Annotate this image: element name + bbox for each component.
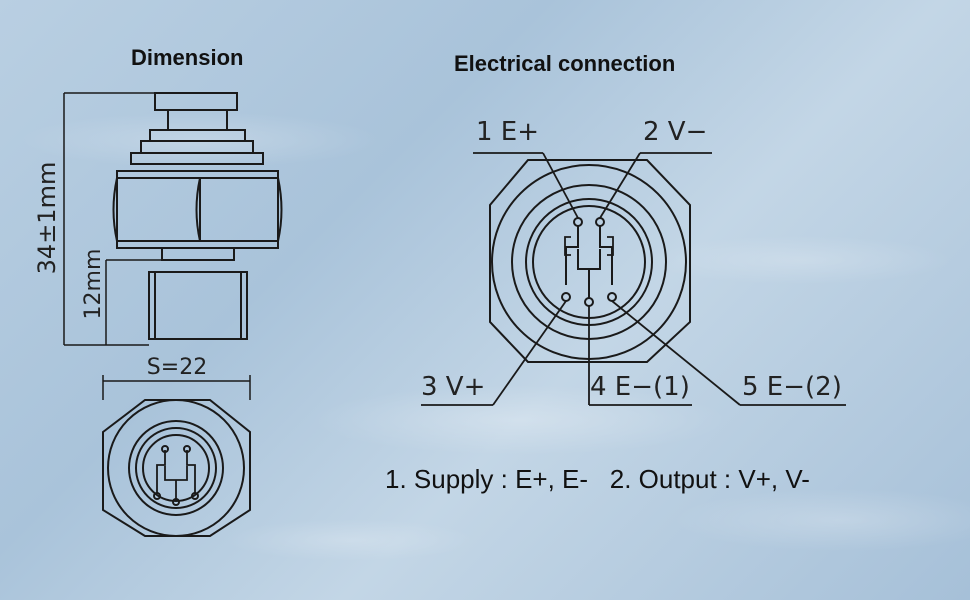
sensor-bottom-view [102, 399, 251, 537]
pin-2-label: 2 V− [643, 117, 707, 147]
dimension-title: Dimension [131, 45, 244, 70]
sensor-side-view [63, 92, 283, 400]
connector-face-view [421, 152, 846, 406]
hex-size-label: S=22 [147, 355, 207, 380]
output-note: 2. Output : V+, V- [609, 464, 810, 494]
pin-4-label: 4 E−(1) [590, 372, 690, 402]
svg-text:34±1mm: 34±1mm [33, 162, 61, 275]
electrical-connection-title: Electrical connection [454, 51, 676, 76]
pin-1-label: 1 E+ [476, 117, 539, 147]
pin-3-label: 3 V+ [421, 372, 485, 402]
thread-height-dimension: 12mm [81, 249, 106, 320]
connection-notes: 1. Supply : E+, E- 2. Output : V+, V- [385, 464, 810, 495]
supply-note: 1. Supply : E+, E- [385, 464, 589, 494]
svg-text:12mm: 12mm [81, 249, 106, 320]
pin-5-label: 5 E−(2) [742, 372, 842, 402]
total-height-dimension: 34±1mm [33, 162, 61, 275]
